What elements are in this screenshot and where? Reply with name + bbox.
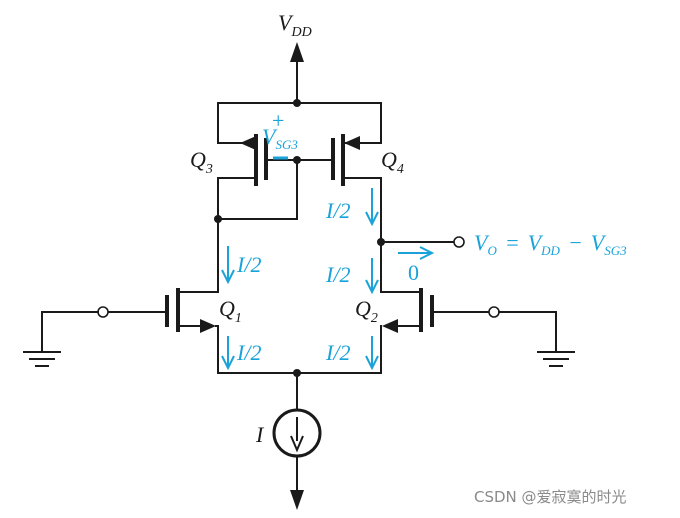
current-label-q4: I/2 bbox=[325, 198, 350, 223]
output-current-arrow bbox=[398, 246, 435, 260]
vsg3-plus: + bbox=[272, 108, 284, 133]
transistor-q2 bbox=[380, 288, 575, 374]
current-arrow-q1-source bbox=[221, 336, 235, 371]
current-source-label: I bbox=[255, 422, 265, 447]
current-arrow-q2-drain bbox=[365, 258, 379, 295]
output-current-label: 0 bbox=[408, 260, 419, 285]
q4-label: Q4 bbox=[381, 147, 404, 177]
vdd-rail bbox=[217, 42, 382, 107]
vsg3-label: VSG3 bbox=[262, 124, 298, 152]
current-arrow-q2-source bbox=[365, 336, 379, 371]
q3-label: Q3 bbox=[190, 147, 213, 177]
transistor-q3 bbox=[217, 102, 298, 186]
current-label-q1-drain: I/2 bbox=[236, 252, 261, 277]
transistor-q1 bbox=[23, 288, 219, 374]
current-label-q1-source: I/2 bbox=[236, 340, 261, 365]
current-label-q2-source: I/2 bbox=[325, 340, 350, 365]
current-source bbox=[272, 408, 322, 510]
current-arrow-q4 bbox=[365, 188, 379, 227]
vdd-label: VDD bbox=[278, 10, 312, 40]
current-label-q2-drain: I/2 bbox=[325, 262, 350, 287]
watermark: CSDN @爱寂寞的时光 bbox=[474, 488, 627, 506]
current-arrow-q1-drain bbox=[221, 246, 235, 285]
q2-label: Q2 bbox=[355, 296, 378, 326]
transistor-q4 bbox=[296, 102, 382, 186]
output-equation: VO=VDD−VSG3 bbox=[474, 230, 627, 258]
q1-label: Q1 bbox=[219, 296, 242, 326]
